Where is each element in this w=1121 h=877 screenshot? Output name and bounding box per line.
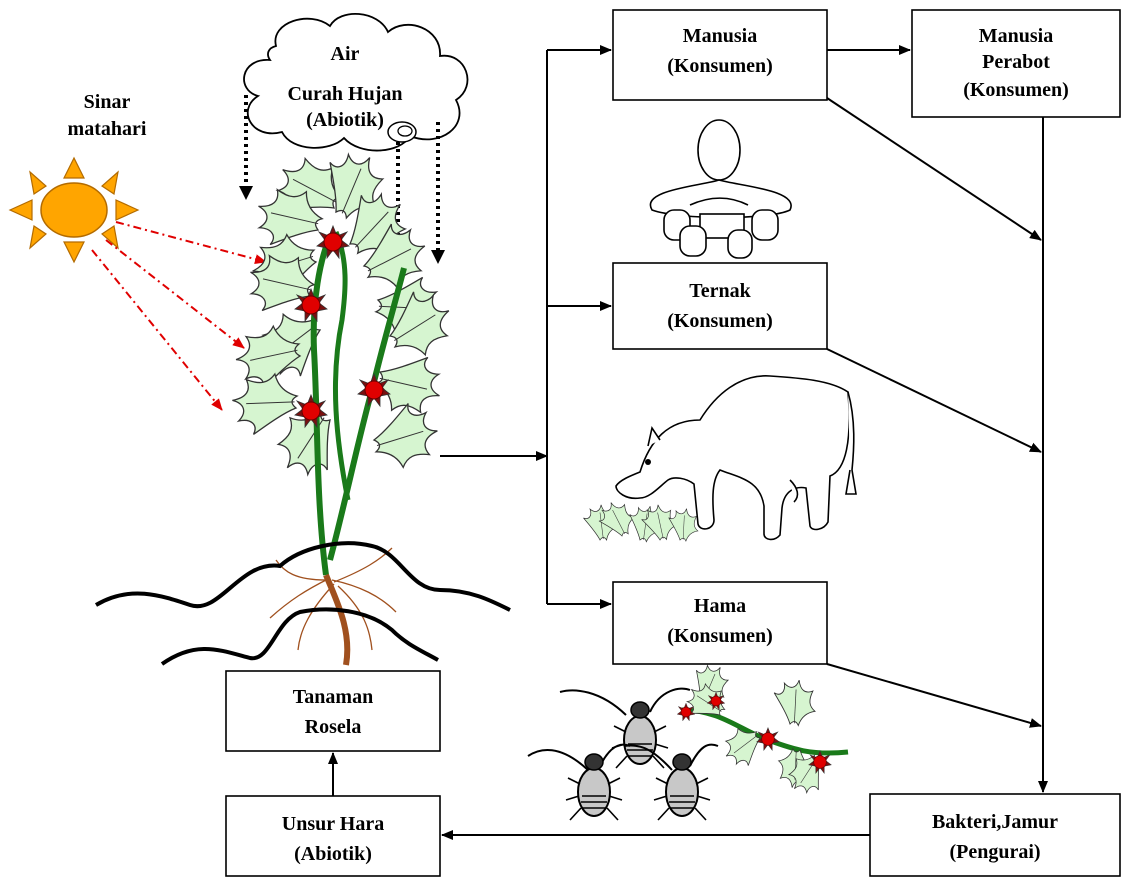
unsur-label-line2: (Abiotik) xyxy=(294,843,372,865)
ternak-label-line2: (Konsumen) xyxy=(667,310,773,332)
tanaman-label-line1: Tanaman xyxy=(293,686,373,708)
perabot-label-line3: (Konsumen) xyxy=(963,79,1069,101)
person-with-furniture-icon xyxy=(649,119,792,259)
sun-label-line2: matahari xyxy=(68,118,147,140)
box-bakteri-jamur: Bakteri,Jamur (Pengurai) xyxy=(869,793,1121,877)
rain-label-line3: (Abiotik) xyxy=(306,109,384,131)
hama-label-line2: (Konsumen) xyxy=(667,625,773,647)
arrow-manusia-to-decomposer xyxy=(826,97,1042,241)
rain-label-line2: Curah Hujan xyxy=(287,83,402,105)
bakteri-label-line1: Bakteri,Jamur xyxy=(932,811,1058,833)
grass-icon xyxy=(583,496,702,545)
flow-arrows xyxy=(328,45,1048,840)
pest-insects-icon xyxy=(527,687,719,821)
tanaman-label-line2: Rosela xyxy=(305,716,362,738)
arrow-ternak-to-decomposer xyxy=(826,348,1042,453)
arrow-hama-to-decomposer xyxy=(826,663,1042,728)
manusia-label-line2: (Konsumen) xyxy=(667,55,773,77)
soil-lines xyxy=(94,541,511,666)
rosella-branch-icon xyxy=(676,657,849,802)
perabot-label-line2: Perabot xyxy=(982,51,1050,73)
unsur-label-line1: Unsur Hara xyxy=(282,813,384,835)
manusia-label-line1: Manusia xyxy=(683,25,757,47)
sun-label-line1: Sinar xyxy=(84,91,131,113)
sunray-arrow-3 xyxy=(91,249,223,411)
sunray-arrow-1 xyxy=(115,221,267,264)
sunlight-arrows xyxy=(91,221,267,411)
rain-cloud-icon xyxy=(243,13,469,152)
sunray-arrow-2 xyxy=(105,239,245,349)
box-ternak: Ternak (Konsumen) xyxy=(612,262,828,350)
bakteri-label-line2: (Pengurai) xyxy=(949,841,1040,863)
sun-icon xyxy=(8,156,140,264)
rain-label-line1: Air xyxy=(331,43,360,65)
cow-grazing-icon xyxy=(615,375,857,541)
rosella-plant-icon xyxy=(228,140,463,666)
box-manusia-perabot: Manusia Perabot (Konsumen) xyxy=(911,9,1121,118)
box-manusia: Manusia (Konsumen) xyxy=(612,9,828,101)
box-hama: Hama (Konsumen) xyxy=(612,581,828,665)
hama-label-line1: Hama xyxy=(694,595,746,617)
box-tanaman-rosela: Tanaman Rosela xyxy=(225,670,441,752)
perabot-label-line1: Manusia xyxy=(979,25,1053,47)
ternak-label-line1: Ternak xyxy=(689,280,751,302)
box-unsur-hara: Unsur Hara (Abiotik) xyxy=(225,795,441,877)
